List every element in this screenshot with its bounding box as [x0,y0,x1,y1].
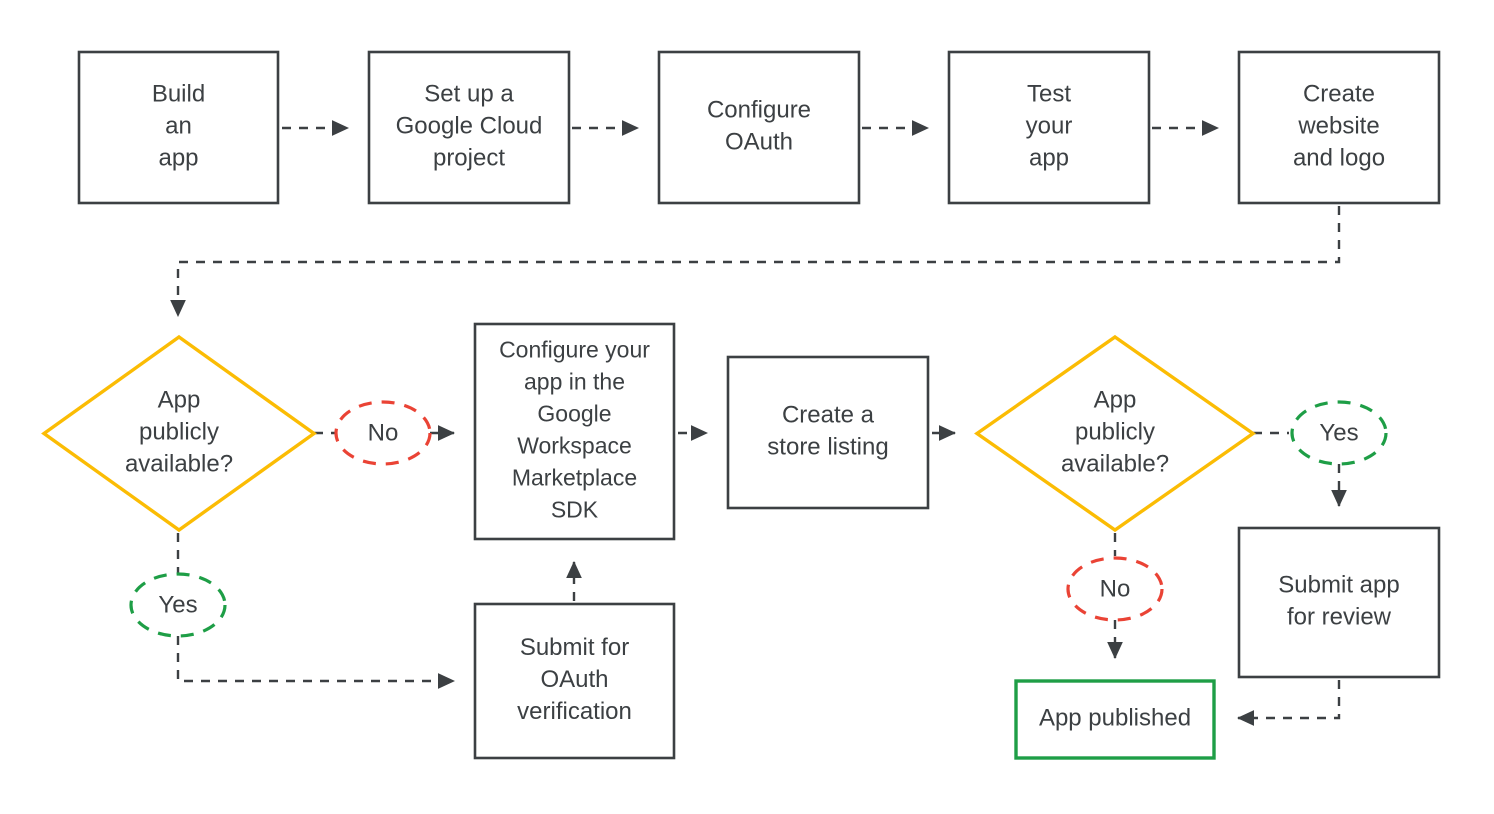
edge-app-publicly-available-1-to-submit-for-oauth-verification [176,636,456,689]
edges-layer [170,120,1347,726]
decision-shape [974,334,1256,533]
node-app-published[interactable]: App published [1014,679,1216,760]
process-shape [1237,50,1441,205]
edge-submit-app-for-review-to-app-published [1236,680,1341,726]
process-shape [77,50,280,205]
branch-badge-yes-badge-1: Yes [129,572,227,638]
process-shape [367,50,571,205]
process-shape [657,50,861,205]
edge-create-website-and-logo-to-app-publicly-available-1 [170,206,1341,318]
branch-badge-no-badge-2: No [1066,556,1164,622]
process-shape [1237,526,1441,679]
badge-label: No [368,419,399,446]
badge-label: No [1100,575,1131,602]
yes-badge-ellipse [1290,400,1388,466]
no-badge-ellipse [1066,556,1164,622]
decision-shape [41,334,317,533]
yes-badge-ellipse [129,572,227,638]
branch-badge-yes-badge-2: Yes [1290,400,1388,466]
process-shape [473,322,676,541]
process-shape [473,602,676,760]
badge-label: Yes [1319,419,1358,446]
process-shape [726,355,930,510]
badge-label: Yes [158,591,197,618]
process-shape [947,50,1151,205]
branch-badge-no-badge-1: No [334,400,432,466]
node-label: App published [1039,705,1191,732]
terminal-shape [1014,679,1216,760]
no-badge-ellipse [334,400,432,466]
